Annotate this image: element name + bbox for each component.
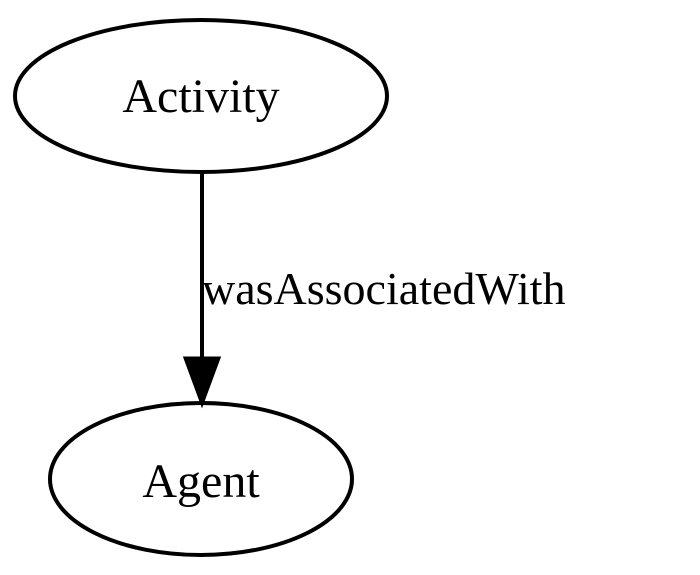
node-activity-label: Activity	[122, 70, 279, 123]
node-agent-shape	[48, 401, 354, 557]
edge-activity-to-agent: wasAssociatedWith	[182, 172, 566, 409]
edge-label: wasAssociatedWith	[202, 263, 566, 314]
node-agent: Agent	[48, 401, 354, 557]
node-activity: Activity	[13, 18, 389, 174]
node-agent-label: Agent	[142, 455, 260, 508]
edge-arrowhead	[182, 356, 222, 409]
